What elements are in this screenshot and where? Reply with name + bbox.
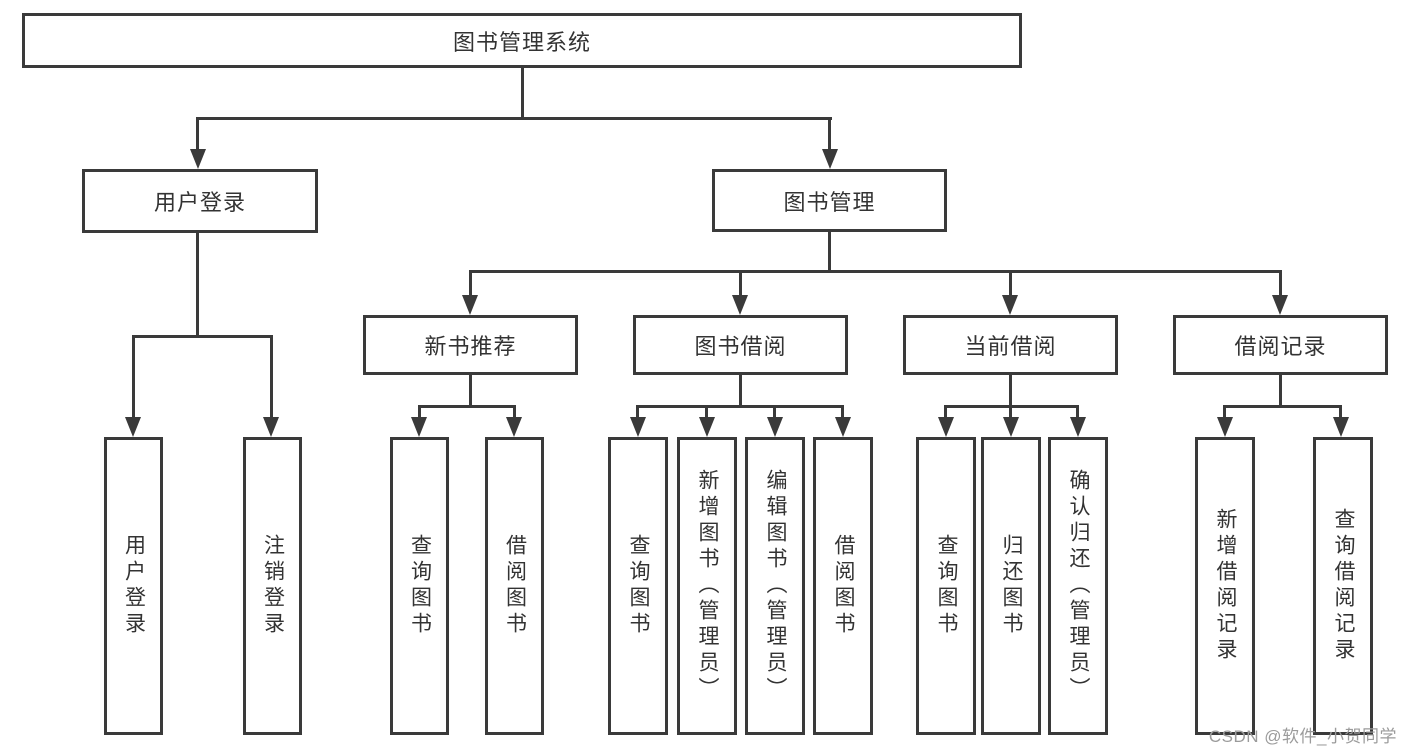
arrowhead-down bbox=[506, 417, 522, 437]
connector-line bbox=[1339, 405, 1342, 419]
connector-line bbox=[469, 270, 472, 297]
leaf-query-book-current: 查询图书 bbox=[916, 437, 976, 735]
node-book-management-label: 图书管理 bbox=[783, 189, 876, 215]
connector-line bbox=[1279, 270, 1282, 297]
connector-line bbox=[270, 335, 273, 419]
arrowhead-down bbox=[125, 417, 141, 437]
leaf-query-borrow-record-label: 查询借阅记录 bbox=[1332, 508, 1355, 664]
connector-line bbox=[773, 405, 776, 419]
node-book-management: 图书管理 bbox=[712, 169, 947, 232]
node-new-book-recommend-label: 新书推荐 bbox=[424, 334, 517, 359]
leaf-borrow-book-newbook: 借阅图书 bbox=[485, 437, 544, 735]
node-root: 图书管理系统 bbox=[22, 13, 1022, 68]
arrowhead-down bbox=[1333, 417, 1349, 437]
connector-line bbox=[841, 405, 844, 419]
connector-line bbox=[513, 405, 516, 419]
csdn-watermark: CSDN @软件_小贺同学 bbox=[1208, 727, 1397, 746]
connector-line bbox=[132, 335, 273, 338]
leaf-query-book-borrow-label: 查询图书 bbox=[627, 534, 650, 638]
leaf-add-book-admin: 新增图书（管理员） bbox=[677, 437, 737, 735]
leaf-edit-book-admin-label: 编辑图书（管理员） bbox=[764, 469, 787, 703]
connector-line bbox=[1279, 375, 1282, 408]
connector-line bbox=[132, 335, 135, 419]
connector-line bbox=[196, 233, 199, 338]
connector-line bbox=[1009, 270, 1012, 297]
leaf-confirm-return-admin-label: 确认归还（管理员） bbox=[1067, 469, 1090, 703]
leaf-user-login: 用户登录 bbox=[104, 437, 163, 735]
leaf-query-book-current-label: 查询图书 bbox=[935, 534, 958, 638]
leaf-edit-book-admin: 编辑图书（管理员） bbox=[745, 437, 805, 735]
arrowhead-down bbox=[190, 149, 206, 169]
leaf-query-borrow-record: 查询借阅记录 bbox=[1313, 437, 1373, 735]
arrowhead-down bbox=[767, 417, 783, 437]
arrowhead-down bbox=[938, 417, 954, 437]
leaf-borrow-book: 借阅图书 bbox=[813, 437, 873, 735]
leaf-logout-login-label: 注销登录 bbox=[261, 534, 285, 638]
connector-line bbox=[521, 68, 524, 120]
node-user-login: 用户登录 bbox=[82, 169, 318, 233]
connector-line bbox=[1223, 405, 1342, 408]
node-book-borrow: 图书借阅 bbox=[633, 315, 848, 375]
connector-line bbox=[828, 117, 831, 151]
leaf-return-book-label: 归还图书 bbox=[1000, 534, 1023, 638]
leaf-confirm-return-admin: 确认归还（管理员） bbox=[1048, 437, 1108, 735]
node-root-label: 图书管理系统 bbox=[452, 29, 591, 55]
arrowhead-down bbox=[411, 417, 427, 437]
connector-line bbox=[1009, 405, 1012, 419]
arrowhead-down bbox=[630, 417, 646, 437]
leaf-add-borrow-record: 新增借阅记录 bbox=[1195, 437, 1255, 735]
node-borrow-records-label: 借阅记录 bbox=[1234, 334, 1327, 359]
connector-line bbox=[1076, 405, 1079, 419]
node-new-book-recommend: 新书推荐 bbox=[363, 315, 578, 375]
leaf-query-book-newbook-label: 查询图书 bbox=[408, 534, 432, 638]
arrowhead-down bbox=[462, 295, 478, 315]
connector-line bbox=[739, 270, 742, 297]
leaf-add-book-admin-label: 新增图书（管理员） bbox=[696, 469, 719, 703]
leaf-logout-login: 注销登录 bbox=[243, 437, 302, 735]
connector-line bbox=[196, 117, 832, 120]
arrowhead-down bbox=[822, 149, 838, 169]
arrowhead-down bbox=[732, 295, 748, 315]
node-current-borrow: 当前借阅 bbox=[903, 315, 1118, 375]
arrowhead-down bbox=[1003, 417, 1019, 437]
connector-line bbox=[944, 405, 947, 419]
arrowhead-down bbox=[1217, 417, 1233, 437]
connector-line bbox=[636, 405, 844, 408]
arrowhead-down bbox=[835, 417, 851, 437]
connector-line bbox=[636, 405, 639, 419]
arrowhead-down bbox=[1272, 295, 1288, 315]
connector-line bbox=[705, 405, 708, 419]
leaf-borrow-book-label: 借阅图书 bbox=[832, 534, 855, 638]
leaf-user-login-label: 用户登录 bbox=[122, 534, 146, 638]
connector-line bbox=[418, 405, 516, 408]
connector-line bbox=[418, 405, 421, 419]
arrowhead-down bbox=[263, 417, 279, 437]
connector-line bbox=[196, 117, 199, 151]
arrowhead-down bbox=[1070, 417, 1086, 437]
node-user-login-label: 用户登录 bbox=[153, 190, 246, 215]
arrowhead-down bbox=[699, 417, 715, 437]
node-book-borrow-label: 图书借阅 bbox=[694, 334, 787, 359]
connector-line bbox=[1009, 375, 1012, 408]
leaf-return-book: 归还图书 bbox=[981, 437, 1041, 735]
arrowhead-down bbox=[1002, 295, 1018, 315]
connector-line bbox=[1223, 405, 1226, 419]
leaf-add-borrow-record-label: 新增借阅记录 bbox=[1214, 508, 1237, 664]
connector-line bbox=[469, 270, 1282, 273]
connector-line bbox=[828, 232, 831, 273]
connector-line bbox=[469, 375, 472, 408]
node-current-borrow-label: 当前借阅 bbox=[964, 334, 1057, 359]
node-borrow-records: 借阅记录 bbox=[1173, 315, 1388, 375]
leaf-query-book-newbook: 查询图书 bbox=[390, 437, 449, 735]
leaf-borrow-book-newbook-label: 借阅图书 bbox=[503, 534, 527, 638]
leaf-query-book-borrow: 查询图书 bbox=[608, 437, 668, 735]
connector-line bbox=[739, 375, 742, 408]
